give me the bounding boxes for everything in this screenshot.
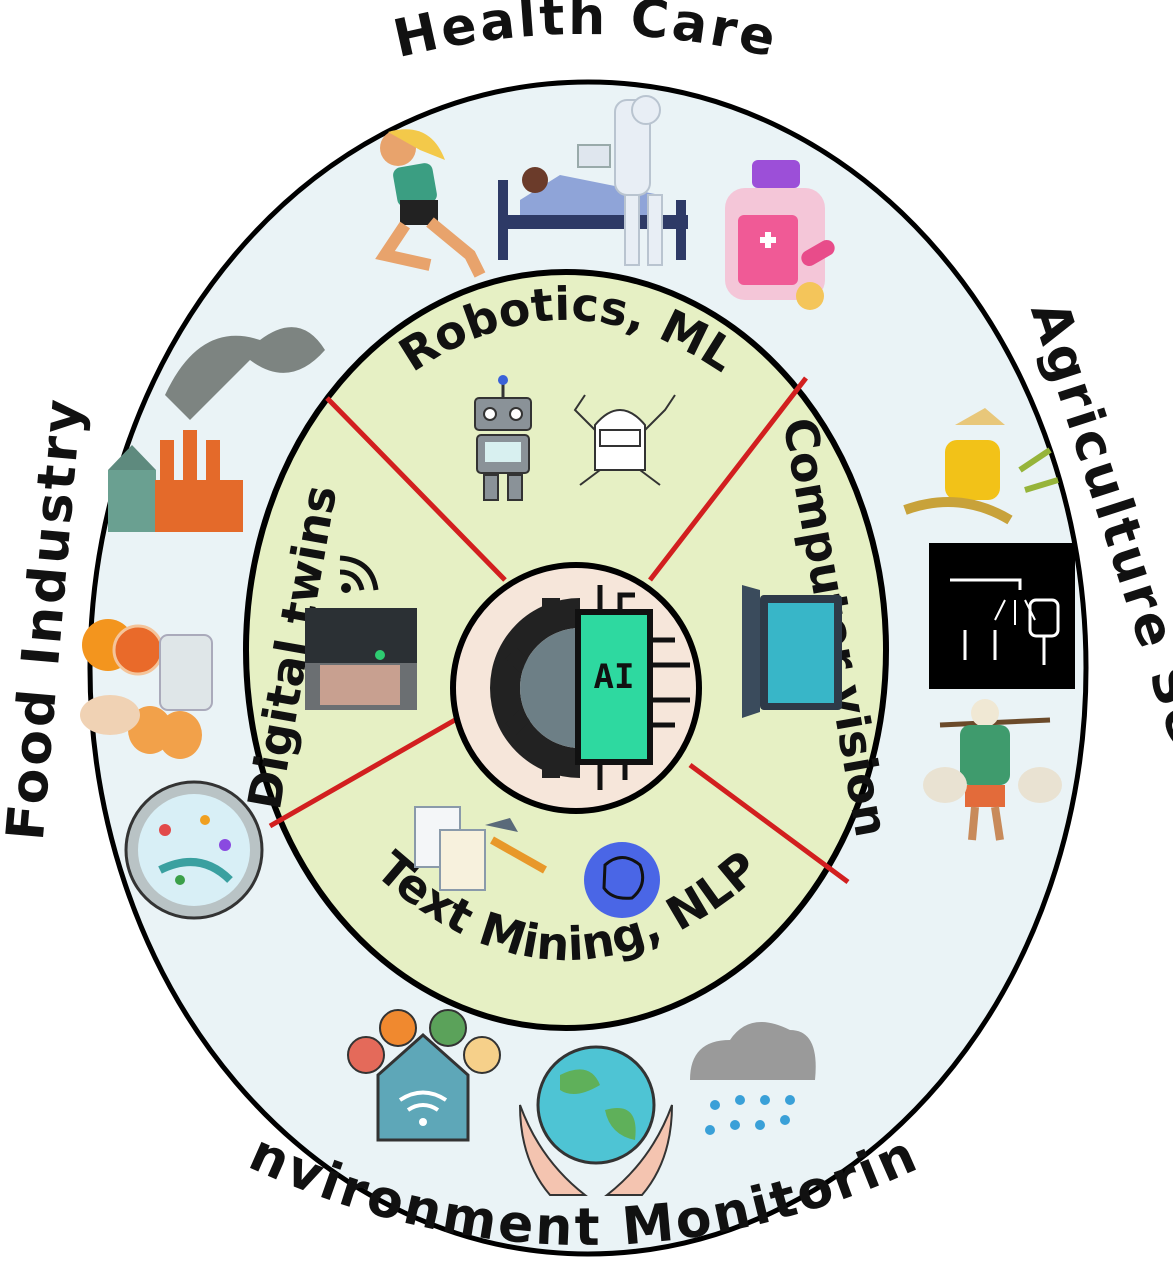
quadrant-dividers <box>268 376 850 885</box>
ai-chip-label: AI <box>594 657 635 697</box>
smart-irrigation-icon <box>929 543 1075 689</box>
robot-arms-icon <box>573 394 676 486</box>
outer-label-left: Food Industry <box>0 394 94 843</box>
brain-circuit-icon <box>584 842 660 918</box>
documents-hammer-icon <box>414 806 547 891</box>
smart-home-icon <box>347 1009 501 1142</box>
earth-hands-icon <box>519 1045 673 1196</box>
medicine-bottle-icon <box>725 160 835 310</box>
farmer-carrying-icon <box>923 699 1062 841</box>
laptop-icon <box>742 585 842 718</box>
outer-label-top: Health Care <box>388 0 784 70</box>
hospital-bed-icon <box>498 95 688 266</box>
factory-icon <box>108 327 325 532</box>
fruit-milk-eggs-icon <box>80 619 213 759</box>
vr-photo-icon <box>305 608 417 710</box>
running-woman-icon <box>375 129 486 278</box>
robot-icon <box>474 375 532 501</box>
rain-cloud-icon <box>690 1022 816 1135</box>
petri-dish-icon <box>124 780 264 920</box>
farmer-harvesting-icon <box>903 408 1059 525</box>
ai-gear-chip-icon: AI <box>490 585 690 790</box>
wifi-icon <box>339 555 379 593</box>
